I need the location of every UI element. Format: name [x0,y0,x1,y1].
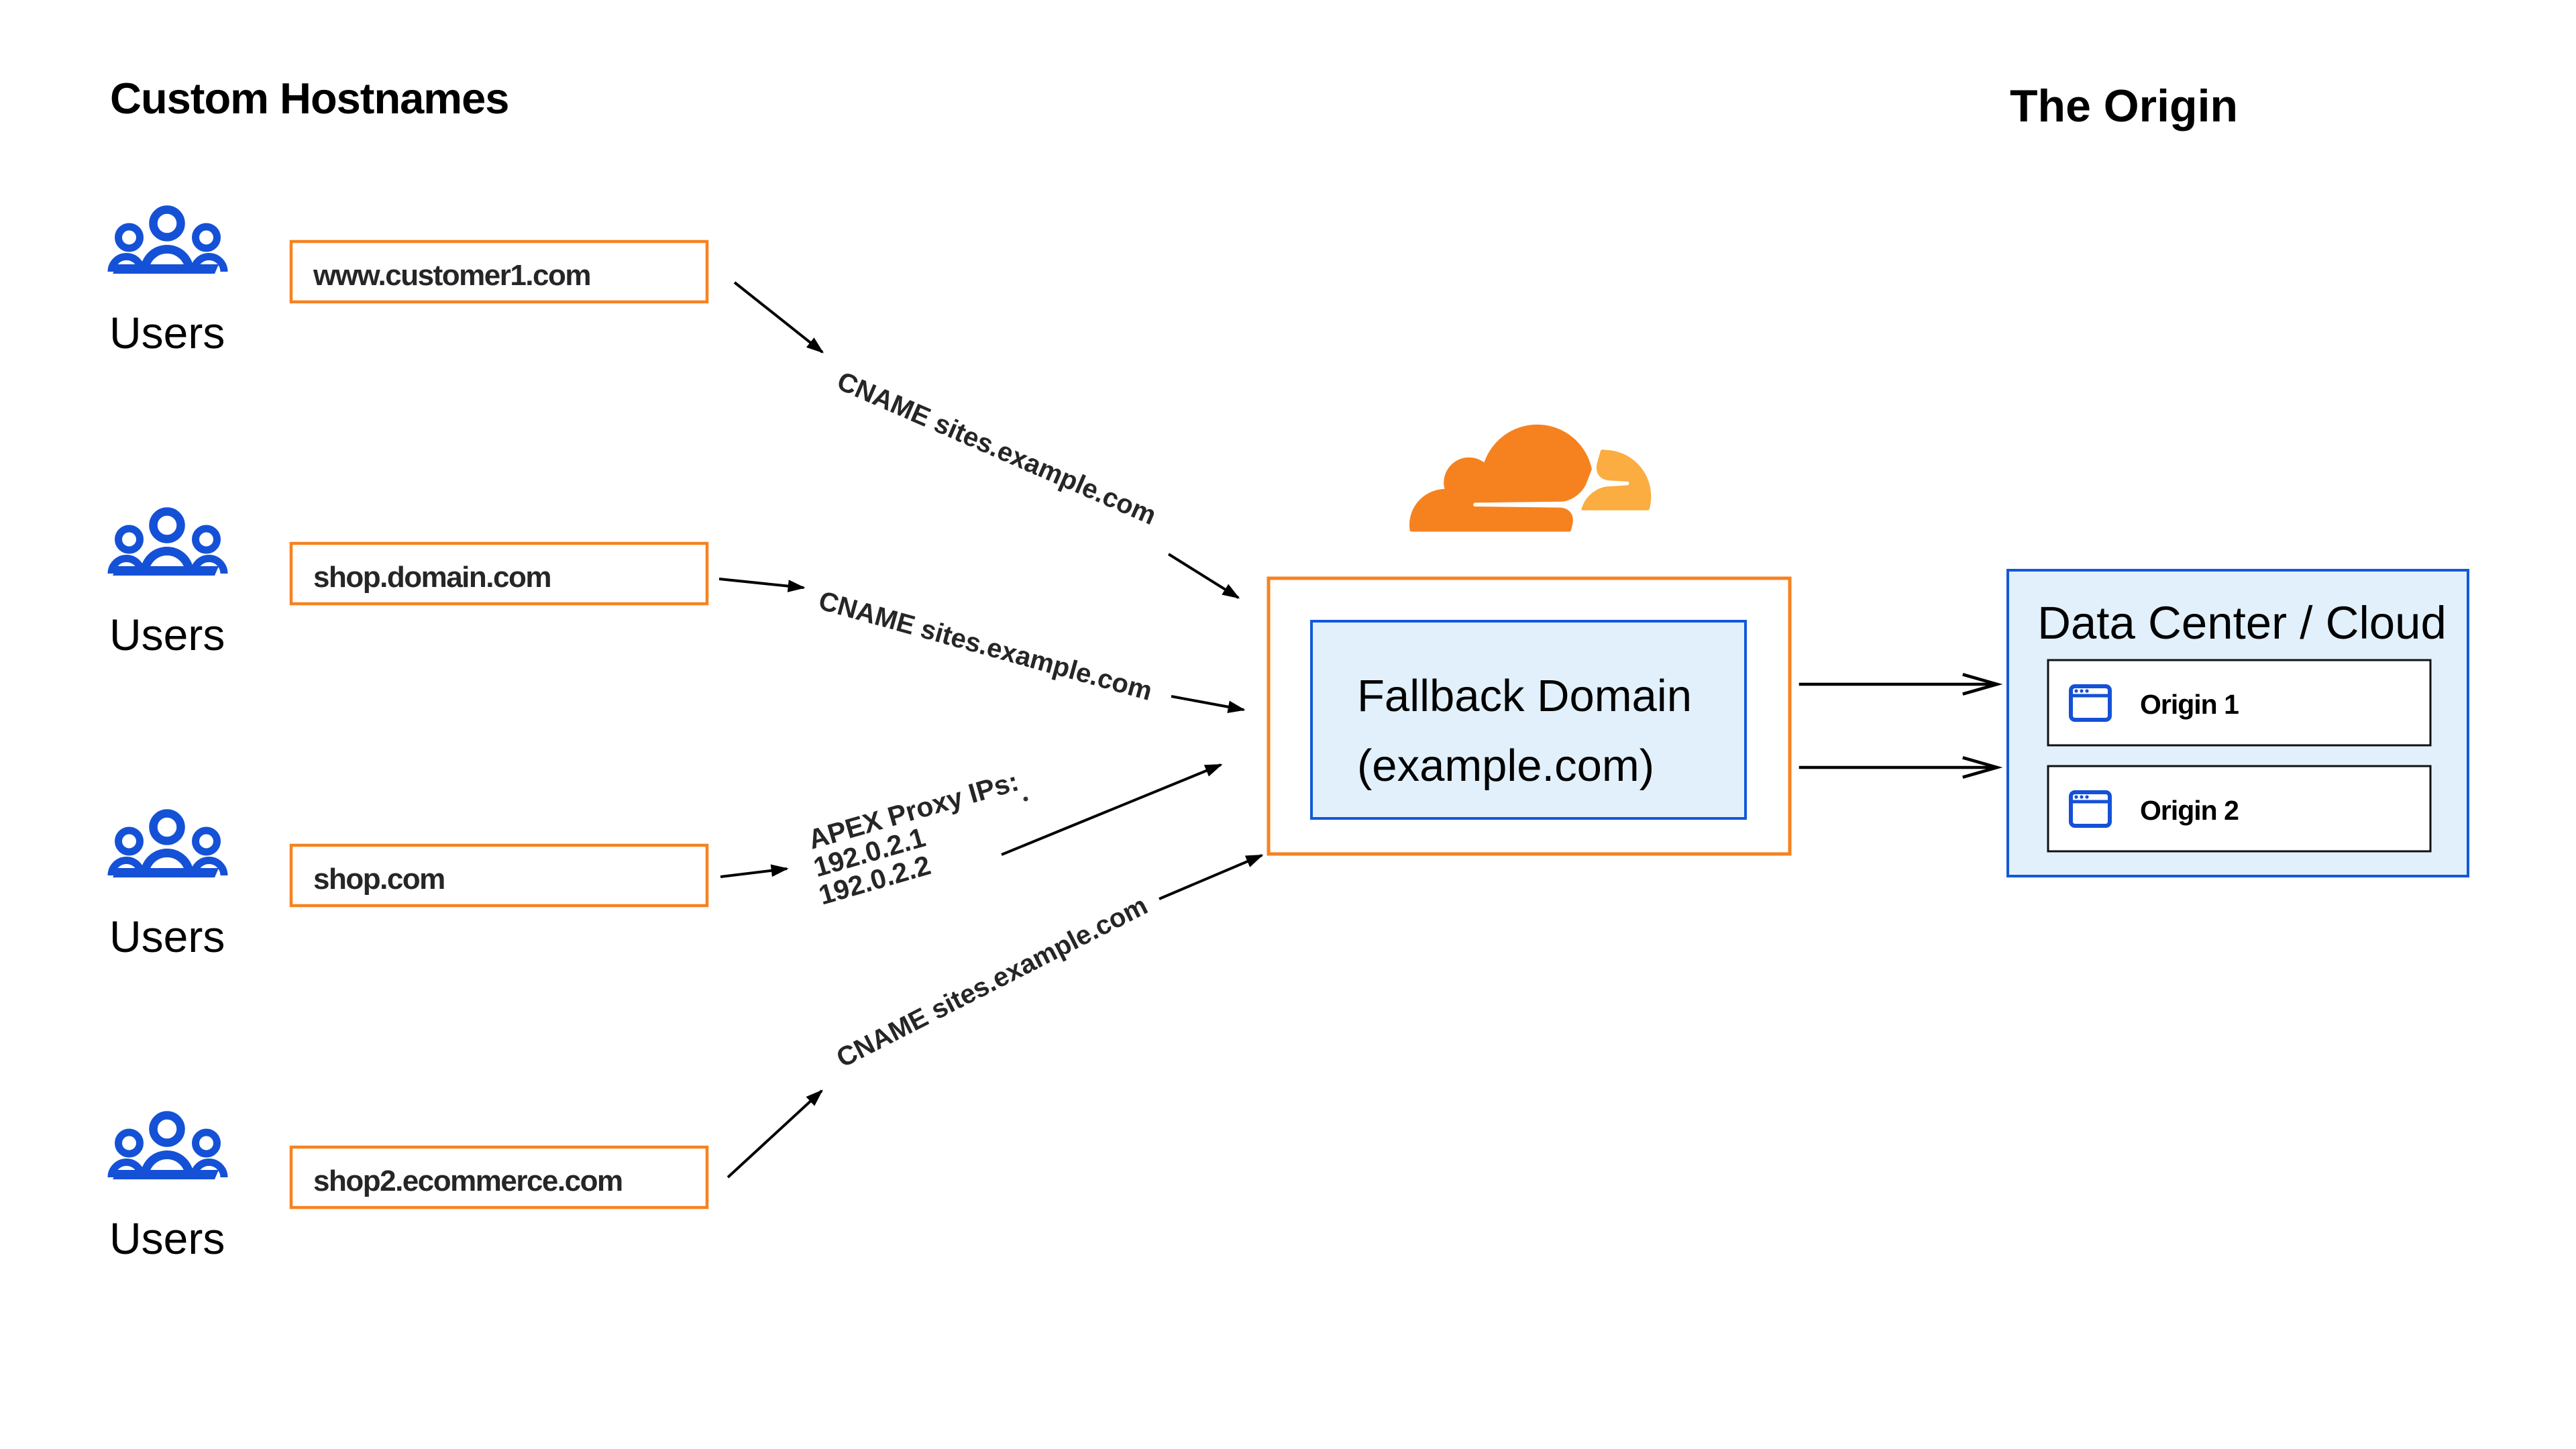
svg-text:Users: Users [109,308,225,358]
svg-text:(example.com): (example.com) [1357,741,1654,791]
svg-text:Users: Users [109,912,225,961]
svg-text:Custom Hostnames: Custom Hostnames [110,74,508,123]
svg-text:Origin 2: Origin 2 [2140,795,2239,826]
svg-text:The Origin: The Origin [2010,80,2238,131]
svg-text:CNAME sites.example.com: CNAME sites.example.com [832,891,1152,1073]
svg-text:Origin 1: Origin 1 [2140,689,2239,720]
svg-text:CNAME sites.example.com: CNAME sites.example.com [816,586,1156,706]
svg-text:Fallback Domain: Fallback Domain [1357,671,1692,721]
svg-text:Users: Users [109,610,225,659]
svg-text:CNAME sites.example.com: CNAME sites.example.com [833,366,1160,531]
svg-text:shop2.ecommerce.com: shop2.ecommerce.com [313,1165,623,1197]
svg-text:Data Center / Cloud: Data Center / Cloud [2037,597,2447,649]
svg-text:APEX Proxy IPs: 192.0.2.1: APEX Proxy IPs: 192.0.2.1 192.0.2.2 [800,763,1045,911]
svg-text:shop.com: shop.com [313,863,445,896]
svg-text:Users: Users [109,1214,225,1263]
svg-text:shop.domain.com: shop.domain.com [313,561,551,594]
svg-text:www.customer1.com: www.customer1.com [313,259,590,292]
